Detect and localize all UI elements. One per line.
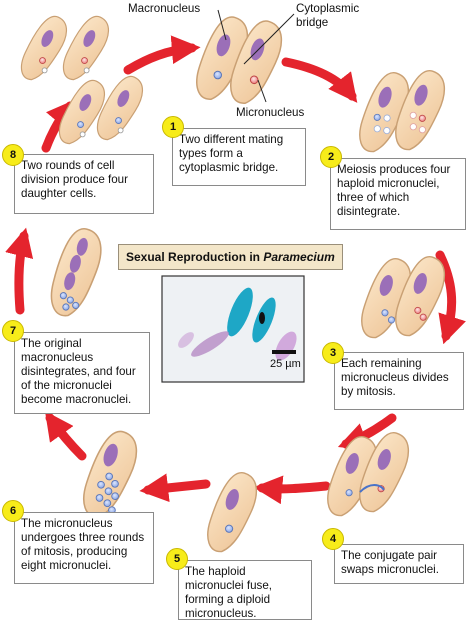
arrow-6-to-7: [44, 410, 87, 461]
scale-bar-label: 25 µm: [270, 358, 301, 370]
step-2-badge: 2: [320, 146, 342, 168]
daughter-cells-top: [15, 10, 150, 151]
conjugating-pair-step3: [355, 250, 452, 345]
label-macronucleus: Macronucleus: [128, 2, 201, 15]
cell-step6: [76, 425, 144, 525]
step-4-badge: 4: [322, 528, 344, 550]
step-7-box: The original macronucleus disintegrates,…: [14, 332, 150, 414]
step-8-box: Two rounds of cell division produce four…: [14, 154, 154, 214]
arrow-1-to-2: [281, 57, 358, 103]
step-8-badge: 8: [2, 144, 24, 166]
arrow-8-to-1: [123, 35, 201, 75]
arrow-7-to-8: [5, 227, 34, 315]
step-4-box: The conjugate pair swaps micronuclei.: [334, 544, 464, 584]
cycle-arrows: [5, 35, 466, 505]
label-micronucleus: Micronucleus: [236, 106, 305, 119]
macronucleus: [41, 30, 54, 47]
step-7-badge: 7: [2, 320, 24, 342]
cell-step5: [201, 466, 264, 559]
label-cytoplasmic-bridge: Cytoplasmic bridge: [296, 2, 360, 29]
step-1-badge: 1: [162, 116, 184, 138]
diagram-title: Sexual Reproduction in Paramecium: [118, 244, 343, 270]
step-3-box: Each remaining micronucleus divides by m…: [334, 352, 464, 410]
arrow-2-to-3: [435, 250, 466, 345]
conjugating-pair-step4: [321, 426, 416, 523]
title-italic: Paramecium: [263, 250, 335, 264]
step-2-box: Meiosis produces four haploid micronucle…: [330, 158, 466, 230]
step-6-badge: 6: [2, 500, 24, 522]
conjugating-pair-step2: [353, 64, 452, 159]
step-5-badge: 5: [166, 548, 188, 570]
cell-step7: [45, 223, 108, 322]
step-3-badge: 3: [322, 342, 344, 364]
step-6-box: The micronucleus undergoes three rounds …: [14, 512, 154, 584]
conjugating-pair-step1: [189, 9, 295, 111]
arrow-5-to-6: [139, 473, 211, 503]
title-text: Sexual Reproduction in: [126, 250, 264, 264]
micrograph: [161, 275, 305, 383]
step-5-box: The haploid micronuclei fuse, forming a …: [178, 560, 312, 620]
step-1-box: Two different mating types form a cytopl…: [172, 128, 306, 186]
arrow-4-to-5: [253, 475, 331, 505]
